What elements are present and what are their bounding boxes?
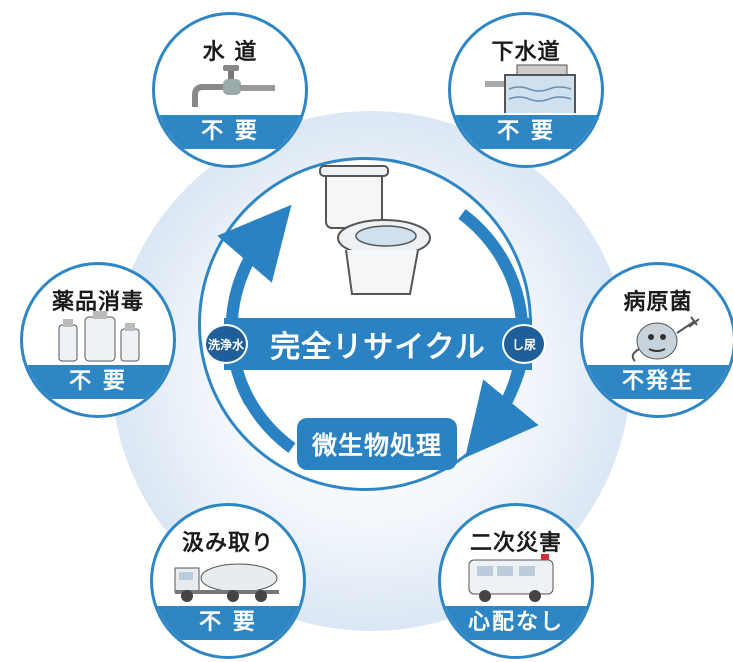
bottles-icon [58, 311, 140, 362]
ambulance-icon [468, 554, 554, 602]
arrow-left-lower [236, 382, 296, 453]
node-status: 不 要 [153, 606, 303, 640]
wash-water-label: 洗浄水 [204, 324, 248, 364]
node-title: 二次災害 [469, 531, 562, 556]
arrow-left-up [217, 204, 292, 405]
waste-label: し尿 [502, 324, 546, 364]
node-water: 水 道 不 要 [152, 12, 308, 168]
recycle-banner: 完全リサイクル [224, 318, 532, 370]
germ-icon [631, 316, 700, 362]
node-status: 不 要 [451, 115, 601, 149]
node-title: 下水道 [491, 40, 561, 65]
toilet-icon [319, 165, 431, 295]
node-sewer: 下水道 不 要 [448, 12, 604, 168]
node-disaster: 二次災害 心配なし [438, 503, 594, 659]
node-title: 汲み取り [181, 531, 274, 556]
node-title: 水 道 [202, 40, 258, 65]
tanker-truck-icon [174, 563, 279, 602]
node-status: 不 要 [23, 365, 173, 399]
node-pathogen: 病原菌 不発生 [580, 262, 733, 418]
node-status: 不 要 [155, 115, 305, 149]
node-title: 病原菌 [623, 290, 693, 315]
node-title: 薬品消毒 [51, 290, 144, 315]
microbial-process-box: 微生物処理 [297, 418, 457, 470]
node-chemical: 薬品消毒 不 要 [20, 262, 176, 418]
node-status: 不発生 [583, 365, 733, 399]
faucet-icon [192, 65, 275, 107]
node-pumping: 汲み取り 不 要 [150, 503, 306, 659]
node-status: 心配なし [441, 606, 591, 640]
sewage-tank-icon [485, 64, 576, 113]
arrow-right-down [458, 209, 539, 458]
